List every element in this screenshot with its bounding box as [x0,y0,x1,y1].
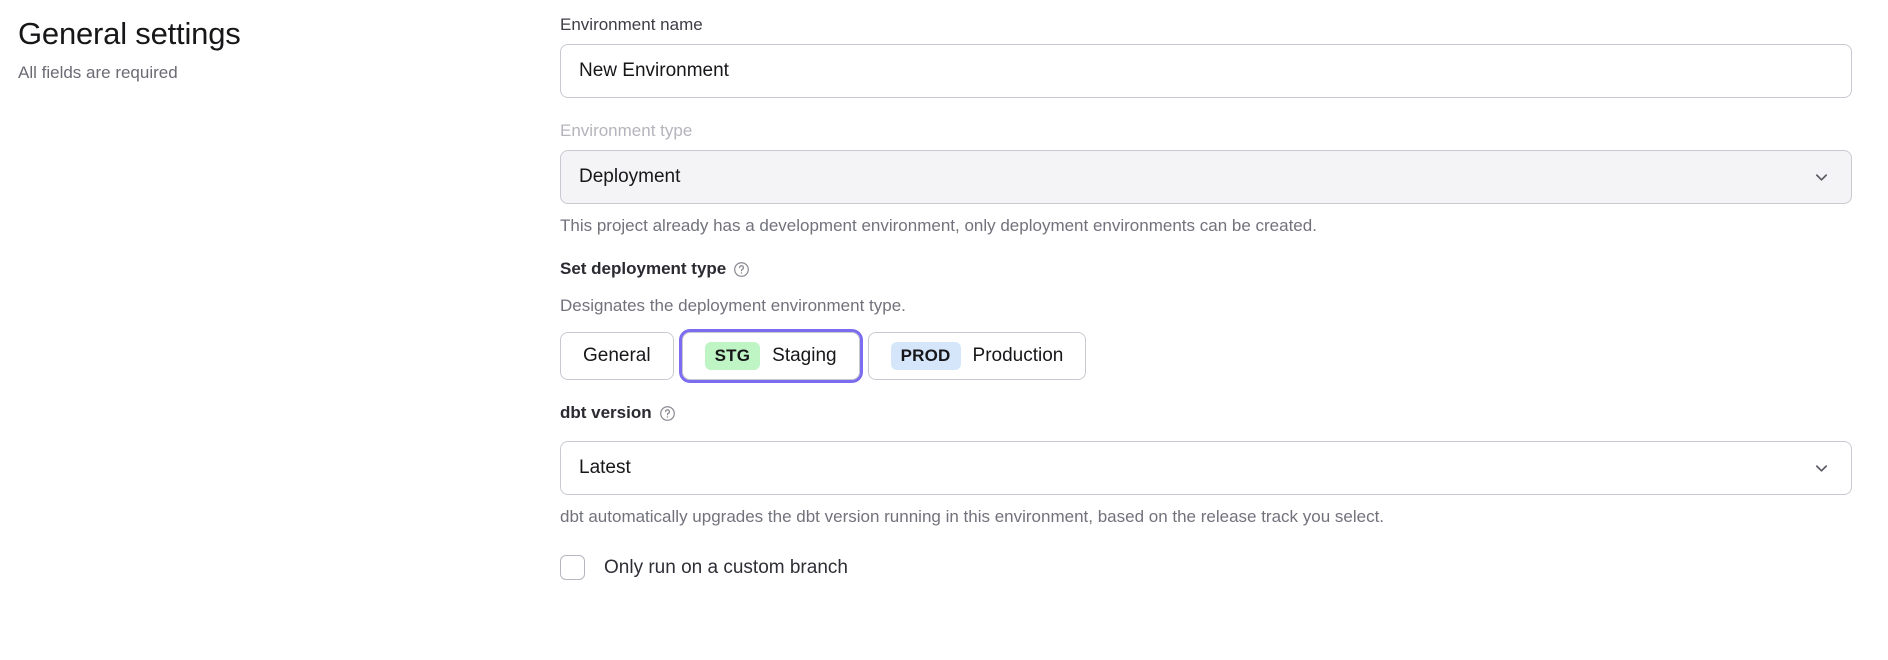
deployment-type-option-production-badge: PROD [890,342,961,370]
deployment-type-option-staging-label: Staging [772,345,837,366]
environment-type-label: Environment type [560,121,693,140]
help-circle-icon[interactable] [733,261,750,278]
dbt-version-select[interactable]: Latest [560,441,1852,495]
deployment-type-label-text: Set deployment type [560,259,727,278]
help-circle-icon[interactable] [659,405,676,422]
environment-type-select[interactable]: Deployment [560,150,1852,204]
page-subtitle: All fields are required [18,63,178,82]
environment-type-value: Deployment [579,166,681,187]
deployment-type-option-production[interactable]: PROD Production [867,332,1087,380]
chevron-down-icon [1814,461,1829,476]
custom-branch-row[interactable]: Only run on a custom branch [560,555,1852,580]
environment-name-value: New Environment [579,60,729,81]
settings-form: Environment name New Environment Environ… [560,14,1852,580]
dbt-version-field: dbt version Latest dbt automatically upg… [560,402,1852,529]
environment-name-label: Environment name [560,15,703,34]
deployment-type-label: Set deployment type [560,258,750,280]
deployment-type-option-staging-badge: STG [704,342,761,370]
deployment-type-option-production-label: Production [972,345,1064,366]
page-title: General settings [18,16,241,51]
dbt-version-helper: dbt automatically upgrades the dbt versi… [560,507,1385,526]
deployment-type-option-staging[interactable]: STG Staging [681,332,860,380]
dbt-version-label-text: dbt version [560,403,652,422]
environment-name-field: Environment name New Environment [560,14,1852,98]
environment-type-field: Environment type Deployment This project… [560,120,1852,238]
settings-header: General settings All fields are required [18,14,518,85]
environment-type-helper: This project already has a development e… [560,216,1317,235]
custom-branch-checkbox[interactable] [560,555,585,580]
deployment-type-field: Set deployment type Designates the deplo… [560,258,1852,380]
deployment-type-option-general[interactable]: General [560,332,674,380]
deployment-type-option-general-label: General [583,345,651,366]
deployment-type-description: Designates the deployment environment ty… [560,296,906,315]
dbt-version-label: dbt version [560,402,676,424]
environment-name-input[interactable]: New Environment [560,44,1852,98]
deployment-type-options: General STG Staging PROD Production [560,332,1852,380]
chevron-down-icon [1814,170,1829,185]
dbt-version-value: Latest [579,457,631,478]
custom-branch-label: Only run on a custom branch [604,556,848,578]
